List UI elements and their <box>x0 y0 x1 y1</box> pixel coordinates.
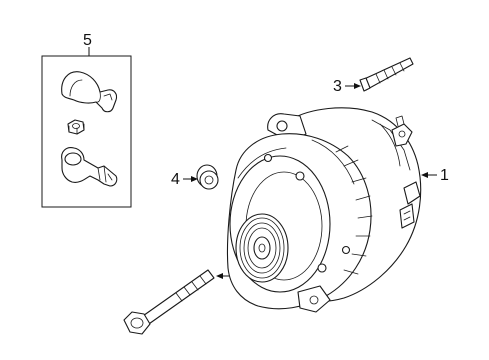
stud-bolt-part[interactable] <box>359 57 414 92</box>
mounting-bolt-part[interactable] <box>123 269 215 335</box>
regulator-connector <box>399 181 421 229</box>
washer-nut-part[interactable] <box>196 164 219 190</box>
kit-box <box>41 55 132 208</box>
callout-4-label[interactable]: 4 <box>171 171 180 188</box>
kit-box-group: 5 <box>41 32 132 208</box>
pulley <box>235 213 289 283</box>
callout-3-label[interactable]: 3 <box>333 78 342 95</box>
alternator-group: 1 <box>226 107 449 313</box>
terminal-connector-part[interactable] <box>61 147 118 187</box>
callout-1-label[interactable]: 1 <box>440 167 449 184</box>
washer-nut-group: 4 <box>171 164 219 190</box>
callout-1-arrow <box>421 172 428 178</box>
terminal-boot-part[interactable] <box>61 71 118 113</box>
callout-3-arrow <box>354 83 361 89</box>
alternator-part[interactable] <box>226 107 422 313</box>
callout-4-arrow <box>191 176 198 182</box>
b-plus-terminal <box>391 115 413 147</box>
small-nut-part[interactable] <box>67 119 85 135</box>
mounting-bolt-group: 2 <box>123 268 245 335</box>
stud-bolt-group: 3 <box>333 57 414 95</box>
callout-2-arrow <box>216 273 223 279</box>
housing-bolts <box>263 153 351 273</box>
callout-5-label[interactable]: 5 <box>83 32 92 49</box>
